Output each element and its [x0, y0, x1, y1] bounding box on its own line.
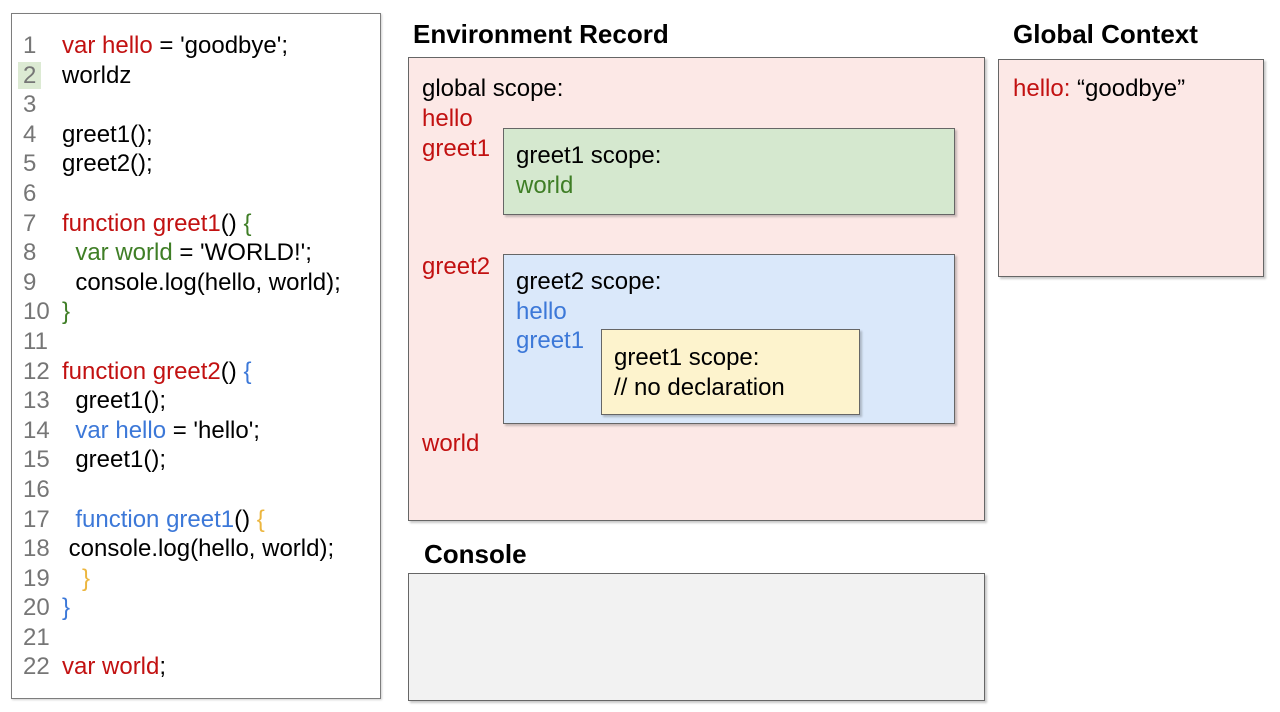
code-text: greet1();	[62, 387, 167, 415]
code-text: console.log(hello, world);	[62, 535, 335, 563]
code-line-1: 1 var hello = 'goodbye';	[12, 31, 380, 61]
line-number: 4	[23, 120, 37, 148]
code-text: function greet1() {	[62, 209, 252, 237]
global-var-hello: hello	[422, 105, 473, 132]
code-line-7: 7 function greet1() {	[12, 209, 380, 239]
inner-greet1-scope-comment: // no declaration	[614, 373, 785, 401]
console-output-box	[408, 573, 985, 701]
greet2-scope-var-greet1: greet1	[516, 327, 585, 355]
code-text: function greet2() {	[62, 357, 252, 385]
global-context-title: Global Context	[1013, 19, 1198, 49]
console-title: Console	[424, 539, 527, 569]
line-number: 22	[23, 653, 50, 681]
code-line-19: 19 }	[12, 564, 380, 594]
global-scope-label: global scope:	[422, 75, 564, 102]
code-text: var hello = 'hello';	[62, 416, 260, 444]
code-line-3: 3	[12, 90, 380, 120]
code-line-11: 11	[12, 327, 380, 357]
code-line-10: 10}	[12, 297, 380, 327]
code-text: function greet1() {	[62, 505, 265, 533]
line-number: 13	[23, 387, 50, 415]
code-line-16: 16	[12, 475, 380, 505]
global-context-entry: hello: “goodbye”	[1013, 74, 1185, 104]
code-text: console.log(hello, world);	[62, 268, 341, 296]
global-var-greet2: greet2	[422, 253, 491, 280]
line-number: 15	[23, 446, 50, 474]
code-line-12: 12 function greet2() {	[12, 357, 380, 387]
line-number: 16	[23, 475, 50, 503]
code-line-17: 17 function greet1() {	[12, 505, 380, 535]
global-context-entry-key: hello:	[1013, 75, 1071, 102]
line-number: 20	[23, 594, 50, 622]
line-number: 2	[12, 61, 62, 91]
line-number: 9	[23, 268, 37, 296]
code-line-8: 8 var world = 'WORLD!';	[12, 238, 380, 268]
code-text: }	[62, 298, 71, 326]
code-line-13: 13 greet1();	[12, 386, 380, 416]
code-text: }	[62, 594, 71, 622]
line-number: 6	[23, 179, 37, 207]
line-number: 21	[23, 623, 50, 651]
line-number: 12	[23, 357, 50, 385]
environment-record-title: Environment Record	[413, 19, 669, 49]
line-number: 11	[23, 327, 48, 355]
code-line-5: 5 greet2();	[12, 149, 380, 179]
code-line-22: 22 var world;	[12, 652, 380, 682]
code-text	[62, 90, 380, 120]
global-var-world: world	[422, 430, 480, 457]
line-number: 3	[23, 91, 37, 119]
inner-greet1-scope-title: greet1 scope:	[614, 344, 760, 371]
code-line-4: 4 greet1();	[12, 120, 380, 150]
code-text: var world;	[62, 653, 167, 681]
code-text: var world = 'WORLD!';	[62, 239, 312, 267]
code-text	[62, 327, 380, 357]
code-text: var hello = 'goodbye';	[62, 32, 288, 59]
code-text: greet2();	[62, 150, 153, 178]
code-text	[62, 475, 380, 505]
line-number: 7	[23, 209, 37, 237]
global-context-entry-value: “goodbye”	[1070, 75, 1186, 102]
environment-record-box: global scope: hello greet1 greet2 world …	[408, 57, 985, 521]
code-text: greet1();	[62, 120, 153, 148]
line-number: 8	[23, 239, 37, 267]
code-text: greet1();	[62, 446, 167, 474]
code-line-6: 6	[12, 179, 380, 209]
code-line-14: 14 var hello = 'hello';	[12, 416, 380, 446]
code-line-15: 15 greet1();	[12, 445, 380, 475]
line-number: 10	[23, 298, 50, 326]
code-line-21: 21	[12, 623, 380, 653]
line-number: 17	[23, 505, 50, 533]
global-var-greet1: greet1	[422, 135, 491, 162]
code-line-9: 9 console.log(hello, world);	[12, 268, 380, 298]
greet2-scope-var-hello: hello	[516, 297, 567, 325]
greet2-scope-box: greet2 scope: hello greet1 greet1 scope:…	[503, 254, 955, 424]
line-number: 19	[23, 564, 50, 592]
inner-greet1-scope-box: greet1 scope: // no declaration	[601, 329, 860, 415]
global-context-box: hello: “goodbye”	[998, 59, 1264, 277]
line-number: 5	[23, 150, 37, 178]
greet1-scope-var-world: world	[516, 171, 574, 199]
code-text	[62, 179, 380, 209]
code-text	[62, 623, 380, 653]
greet1-scope-title: greet1 scope:	[516, 142, 662, 169]
code-line-20: 20}	[12, 593, 380, 623]
line-number: 1	[23, 32, 37, 59]
greet1-scope-box: greet1 scope: world	[503, 128, 955, 215]
greet2-scope-title: greet2 scope:	[516, 268, 662, 295]
code-text: worldz	[62, 61, 132, 89]
line-number: 14	[23, 416, 50, 444]
line-number: 18	[23, 535, 50, 563]
code-text: }	[62, 564, 91, 592]
code-line-18: 18 console.log(hello, world);	[12, 534, 380, 564]
